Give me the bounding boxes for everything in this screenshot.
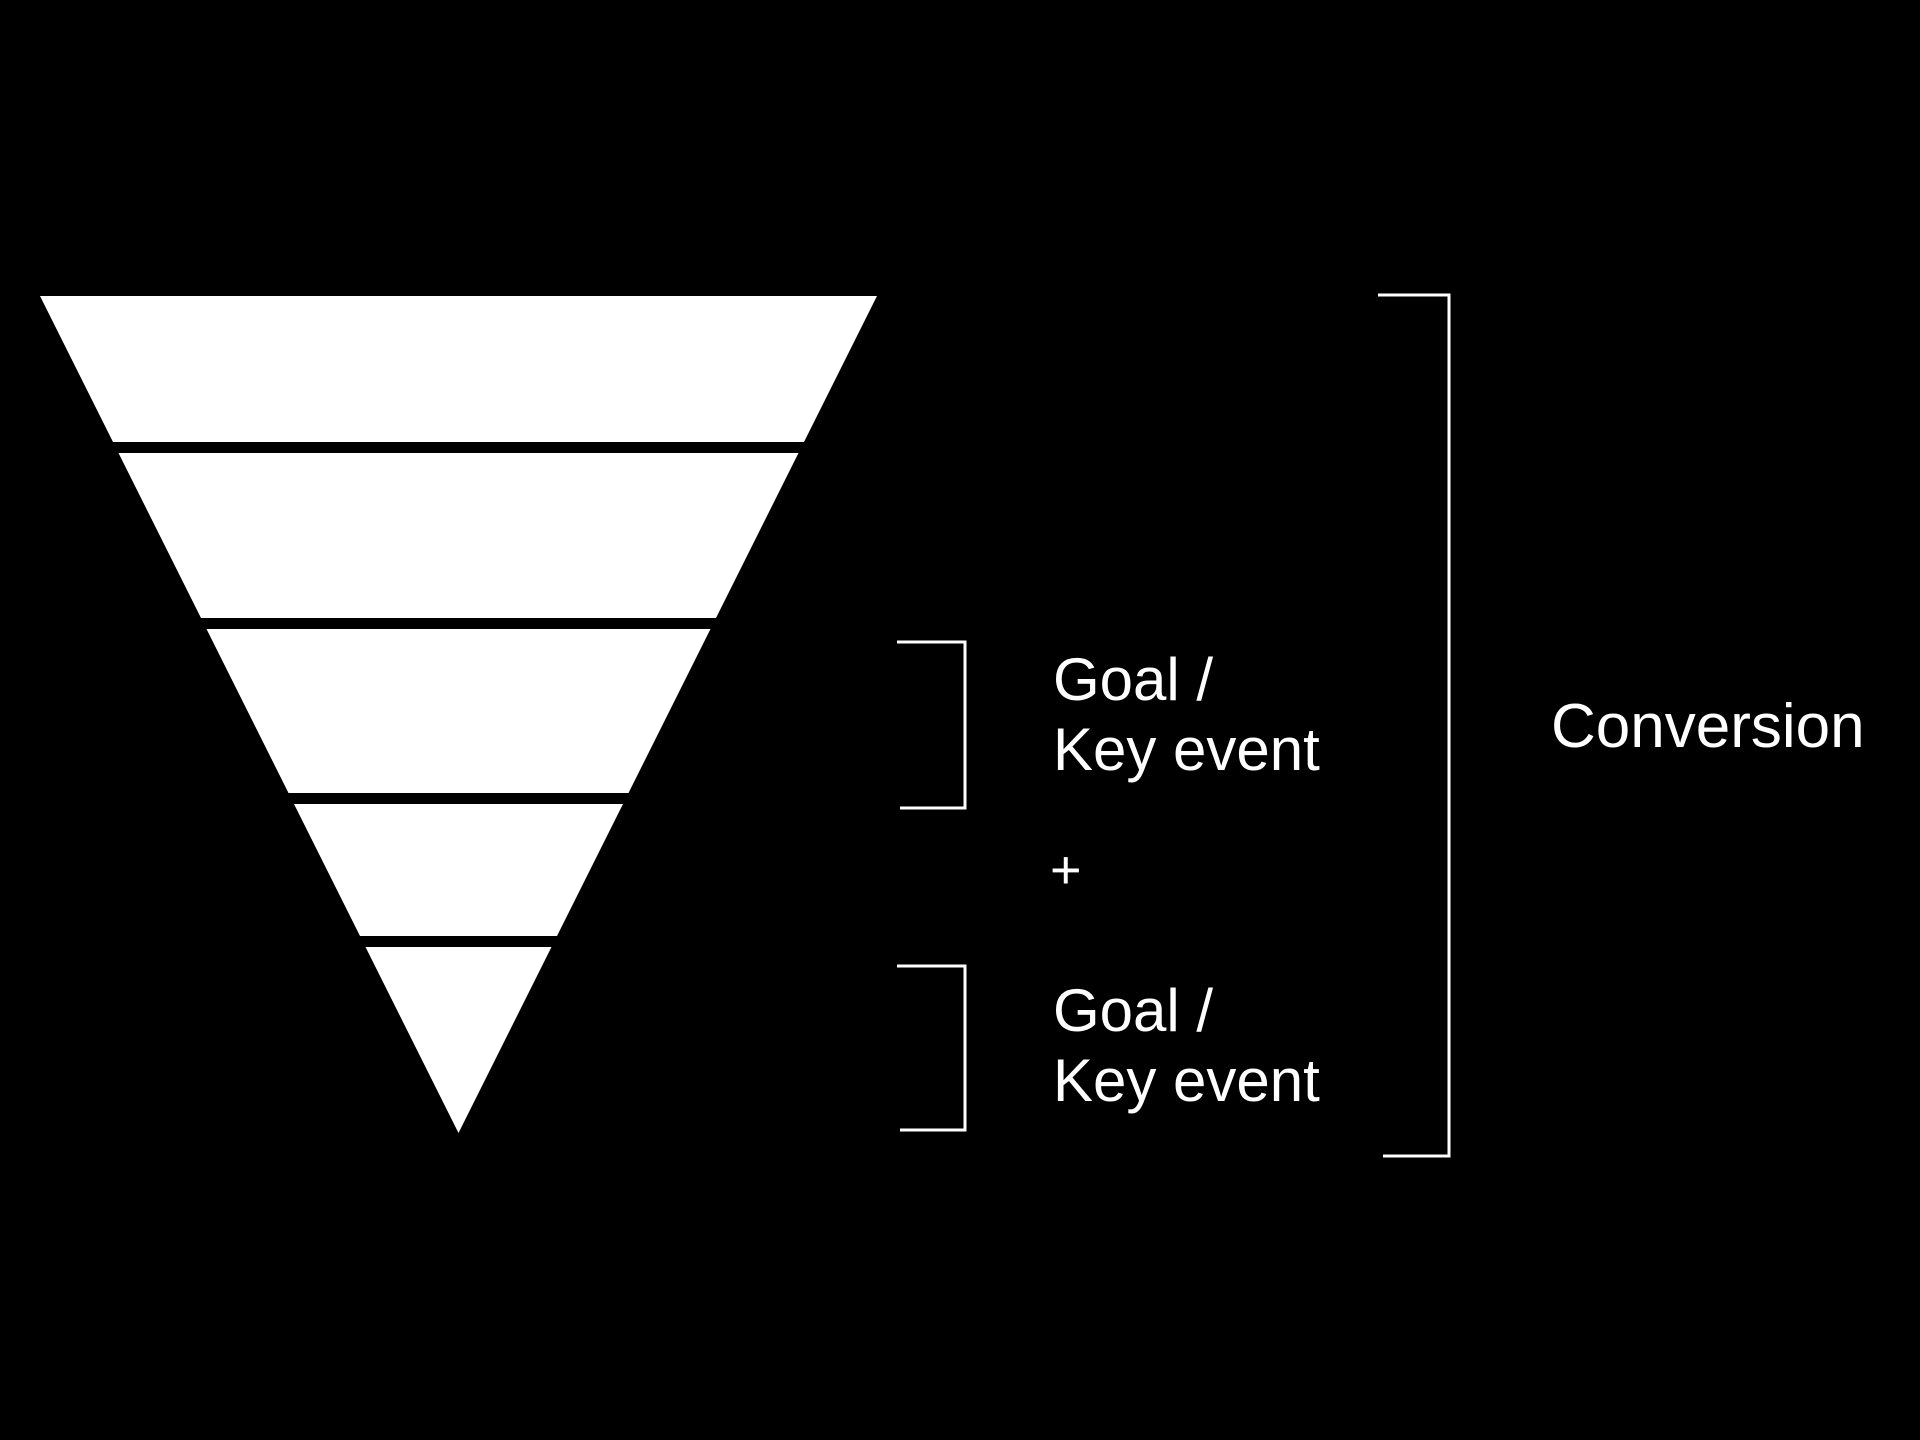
funnel-tier-3 — [206, 629, 711, 793]
plus-sign: + — [1050, 840, 1082, 900]
funnel-tier-5 — [365, 947, 552, 1133]
goal-key-event-label-top: Goal / Key event — [1053, 645, 1320, 785]
funnel-tier-4 — [294, 804, 623, 936]
goal-top-bracket — [897, 640, 967, 810]
funnel-tier-2 — [118, 453, 799, 618]
conversion-label: Conversion — [1551, 692, 1865, 761]
goal-bottom-line1: Goal / — [1053, 977, 1214, 1044]
conversion-bracket — [1378, 293, 1451, 1158]
goal-key-event-label-bottom: Goal / Key event — [1053, 976, 1320, 1116]
funnel-tier-1 — [40, 296, 877, 442]
funnel — [40, 296, 877, 1133]
goal-bottom-bracket — [897, 964, 967, 1132]
goal-top-line1: Goal / — [1053, 646, 1214, 713]
goal-top-line2: Key event — [1053, 716, 1320, 783]
goal-bottom-line2: Key event — [1053, 1047, 1320, 1114]
